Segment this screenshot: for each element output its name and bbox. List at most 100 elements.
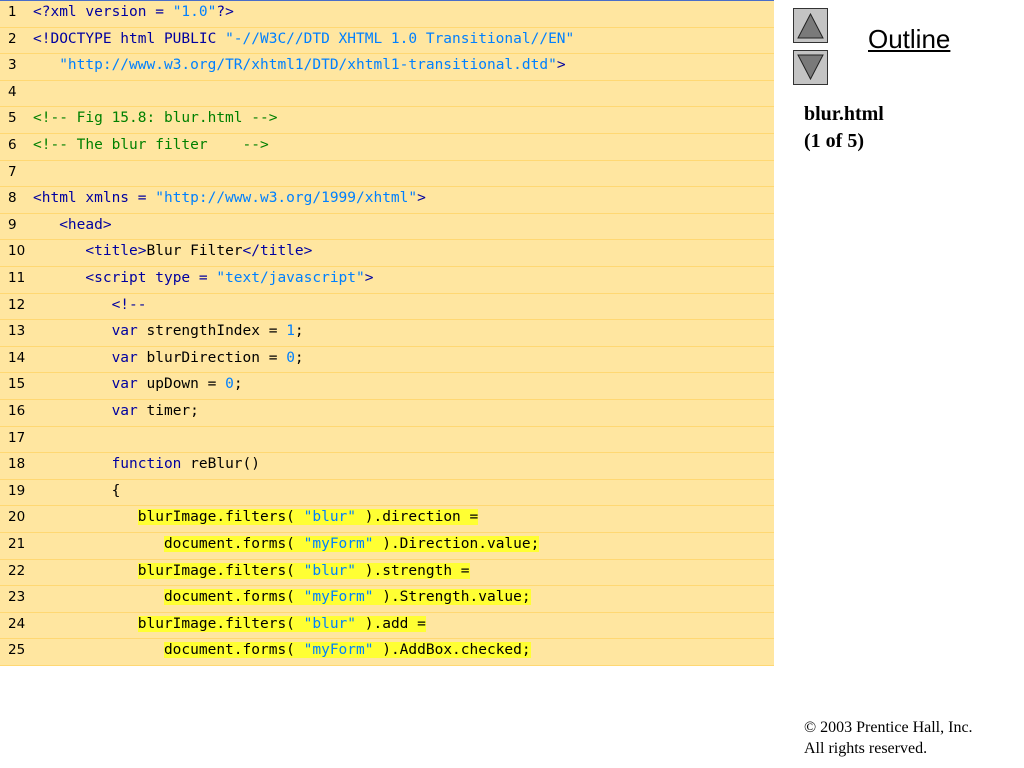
code-token: function — [111, 456, 182, 473]
code-line: 10 <title>Blur Filter</title> — [0, 240, 774, 267]
code-token: var — [111, 349, 138, 366]
line-number: 21 — [8, 536, 26, 552]
code-text: <script type = "text/javascript"> — [33, 267, 373, 289]
code-text: var timer; — [33, 400, 199, 422]
line-number: 6 — [8, 137, 17, 153]
code-line: 16 var timer; — [0, 400, 774, 427]
line-number: 11 — [8, 270, 26, 286]
code-token — [33, 536, 164, 552]
next-slide-button[interactable] — [793, 50, 828, 85]
code-token: ; — [294, 323, 304, 340]
code-token: <title> — [85, 243, 147, 260]
file-name: blur.html — [804, 103, 884, 125]
code-line: 25 document.forms( "myForm" ).AddBox.che… — [0, 639, 774, 666]
code-text: <title>Blur Filter</title> — [33, 240, 312, 262]
page-indicator: (1 of 5) — [804, 130, 864, 152]
code-line: 15 var upDown = 0; — [0, 373, 774, 400]
code-token — [33, 376, 112, 392]
code-token: ).Direction.value; — [373, 536, 540, 552]
rights-line: All rights reserved. — [804, 740, 928, 757]
line-number: 5 — [8, 110, 17, 127]
code-token: ; — [294, 349, 304, 366]
code-token: 0 — [286, 349, 295, 366]
code-token: <!-- The blur filter --> — [33, 137, 269, 153]
code-line: 1 <?xml version = "1.0"?> — [0, 1, 774, 28]
code-text: function reBlur() — [33, 453, 260, 475]
line-number: 2 — [8, 30, 17, 47]
code-token: ?> — [216, 4, 234, 20]
code-line: 4 — [0, 81, 774, 108]
code-token: <html xmlns = — [33, 190, 156, 207]
code-token: </title> — [242, 243, 313, 260]
code-token — [33, 642, 164, 658]
code-token: ).strength = — [356, 562, 470, 579]
code-line: 13 var strengthIndex = 1; — [0, 320, 774, 347]
code-text: <head> — [33, 214, 111, 236]
previous-slide-button[interactable] — [793, 8, 828, 43]
line-number: 1 — [8, 4, 17, 20]
code-text: <html xmlns = "http://www.w3.org/1999/xh… — [33, 187, 426, 209]
code-token — [33, 270, 85, 286]
code-line: 9 <head> — [0, 214, 774, 241]
code-token — [33, 350, 112, 366]
code-token: 1 — [286, 323, 295, 340]
code-token: "http://www.w3.org/TR/xhtml1/DTD/xhtml1-… — [59, 57, 557, 74]
code-token: <?xml version = — [33, 4, 173, 20]
line-number: 24 — [8, 615, 26, 632]
code-token — [33, 217, 59, 233]
line-number: 10 — [8, 243, 26, 260]
code-text: var blurDirection = 0; — [33, 347, 304, 369]
code-text: document.forms( "myForm" ).Direction.val… — [33, 533, 540, 555]
code-line: 12 <!-- — [0, 294, 774, 321]
code-line: 8<html xmlns = "http://www.w3.org/1999/x… — [0, 187, 774, 214]
code-token: "1.0" — [172, 4, 217, 20]
code-token: "myForm" — [303, 536, 374, 552]
code-token: Blur Filter — [146, 243, 243, 260]
code-text: blurImage.filters( "blur" ).direction = — [33, 506, 479, 528]
line-number: 22 — [8, 562, 26, 579]
code-text: <!DOCTYPE html PUBLIC "-//W3C//DTD XHTML… — [33, 28, 574, 50]
code-token — [33, 563, 138, 579]
code-token: strengthIndex = — [137, 323, 287, 340]
code-token: "blur" — [303, 509, 357, 526]
line-number: 14 — [8, 349, 26, 366]
line-number: 4 — [8, 83, 17, 100]
code-token: document.forms( — [163, 536, 304, 552]
code-token: ).AddBox.checked; — [373, 642, 531, 659]
line-number: 12 — [8, 296, 26, 313]
line-number: 3 — [8, 57, 17, 74]
code-token: blurDirection = — [137, 349, 287, 366]
code-token — [33, 589, 164, 605]
code-text: <!-- — [33, 294, 147, 316]
code-text: <!-- The blur filter --> — [33, 134, 269, 156]
code-token: document.forms( — [163, 589, 304, 606]
code-token: "-//W3C//DTD XHTML 1.0 Transitional//EN" — [225, 30, 575, 47]
code-token: "text/javascript" — [216, 270, 365, 286]
code-token: ; — [233, 376, 243, 393]
code-token: "myForm" — [303, 589, 374, 606]
code-line: 7 — [0, 161, 774, 188]
line-number: 19 — [8, 482, 26, 499]
code-text: "http://www.w3.org/TR/xhtml1/DTD/xhtml1-… — [33, 54, 565, 76]
code-token: <!DOCTYPE html PUBLIC — [33, 30, 226, 47]
code-token — [33, 509, 138, 525]
line-number: 18 — [8, 456, 26, 473]
outline-link[interactable]: Outline — [868, 24, 951, 54]
code-token: var — [111, 323, 138, 340]
code-token: <script type = — [85, 270, 217, 286]
code-token: ).add = — [356, 615, 426, 632]
code-token: blurImage.filters( — [137, 509, 304, 526]
code-token: "blur" — [303, 562, 357, 579]
code-token — [33, 57, 59, 73]
line-number: 7 — [8, 163, 17, 180]
triangle-down-icon — [797, 54, 824, 81]
code-token: > — [364, 270, 374, 286]
code-line: 5 <!-- Fig 15.8: blur.html --> — [0, 107, 774, 134]
code-text: <!-- Fig 15.8: blur.html --> — [33, 107, 277, 129]
code-token: upDown = — [137, 376, 226, 393]
code-token — [33, 616, 138, 632]
code-line: 19 { — [0, 480, 774, 507]
code-line: 22 blurImage.filters( "blur" ).strength … — [0, 560, 774, 587]
code-text: document.forms( "myForm" ).Strength.valu… — [33, 586, 531, 608]
code-token: "http://www.w3.org/1999/xhtml" — [155, 190, 418, 207]
